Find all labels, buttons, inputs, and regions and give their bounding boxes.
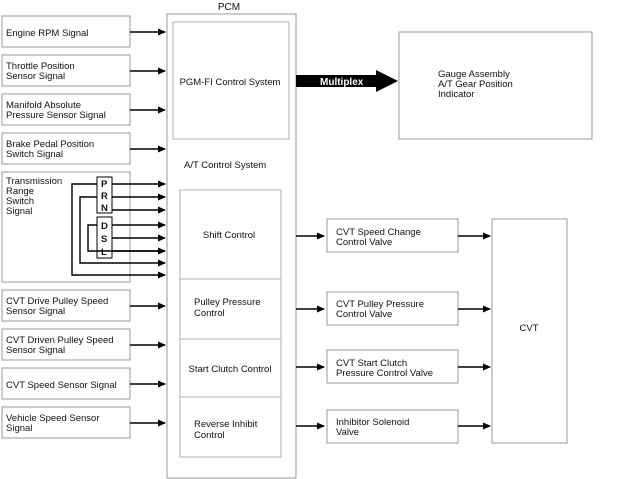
engine-rpm-box — [1, 15, 131, 48]
speed-change-valve-box — [326, 218, 459, 253]
gear-l: L — [101, 247, 107, 258]
drive-pulley-label: CVT Drive Pulley Speed Sensor Signal — [6, 296, 111, 317]
cvt-box — [491, 218, 568, 444]
gauge-assembly-box — [398, 31, 593, 140]
pgm-fi-box — [172, 21, 290, 140]
reverse-inhibit-label: Reverse Inhibit Control — [194, 419, 260, 441]
speed-change-valve-label: CVT Speed Change Control Valve — [336, 227, 424, 248]
gear-n: N — [101, 203, 108, 214]
throttle-position-box — [1, 54, 131, 87]
pulley-pressure-box — [179, 278, 282, 340]
brake-pedal-box — [1, 132, 131, 165]
shift-control-box — [179, 189, 282, 280]
at-control-label: A/T Control System — [184, 160, 266, 171]
start-clutch-valve-label: CVT Start Clutch Pressure Control Valve — [336, 358, 433, 379]
pulley-pressure-valve-label: CVT Pulley Pressure Control Valve — [336, 299, 427, 320]
cvt-speed-sensor-label: CVT Speed Sensor Signal — [6, 380, 117, 391]
pcm-title: PCM — [218, 2, 240, 13]
pulley-pressure-label: Pulley Pressure Control — [194, 297, 263, 319]
brake-pedal-label: Brake Pedal Position Switch Signal — [6, 139, 97, 160]
cvt-label: CVT — [520, 323, 539, 334]
inhibitor-valve-label: Inhibitor Solenoid Valve — [336, 417, 412, 438]
multiplex-label: Multiplex — [320, 77, 364, 88]
drive-pulley-box — [1, 289, 131, 322]
transmission-range-label: Transmission Range Switch Signal — [6, 176, 65, 217]
start-clutch-box — [179, 338, 282, 398]
pulley-pressure-valve-box — [326, 291, 459, 326]
gear-r: R — [101, 191, 108, 202]
cvt-speed-sensor-box — [1, 367, 131, 400]
throttle-position-label: Throttle Position Sensor Signal — [6, 61, 77, 82]
transmission-range-wiring — [71, 180, 166, 279]
inhibitor-valve-box — [326, 409, 459, 444]
gear-d: D — [101, 221, 108, 232]
pgm-fi-label: PGM-FI Control System — [180, 77, 281, 88]
gear-s: S — [101, 234, 107, 245]
multiplex-arrow — [296, 70, 398, 92]
engine-rpm-label: Engine RPM Signal — [6, 28, 88, 39]
prn-switch-box — [96, 176, 113, 214]
reverse-inhibit-box — [179, 396, 282, 458]
driven-pulley-label: CVT Driven Pulley Speed Sensor Signal — [6, 335, 116, 356]
start-clutch-label: Start Clutch Control — [189, 364, 272, 375]
map-sensor-box — [1, 93, 131, 126]
gauge-assembly-label: Gauge Assembly A/T Gear Position Indicat… — [438, 69, 515, 100]
map-sensor-label: Manifold Absolute Pressure Sensor Signal — [6, 100, 106, 121]
driven-pulley-box — [1, 328, 131, 361]
shift-control-label: Shift Control — [203, 230, 255, 241]
gear-p: P — [101, 179, 108, 190]
vehicle-speed-label: Vehicle Speed Sensor Signal — [6, 413, 102, 434]
